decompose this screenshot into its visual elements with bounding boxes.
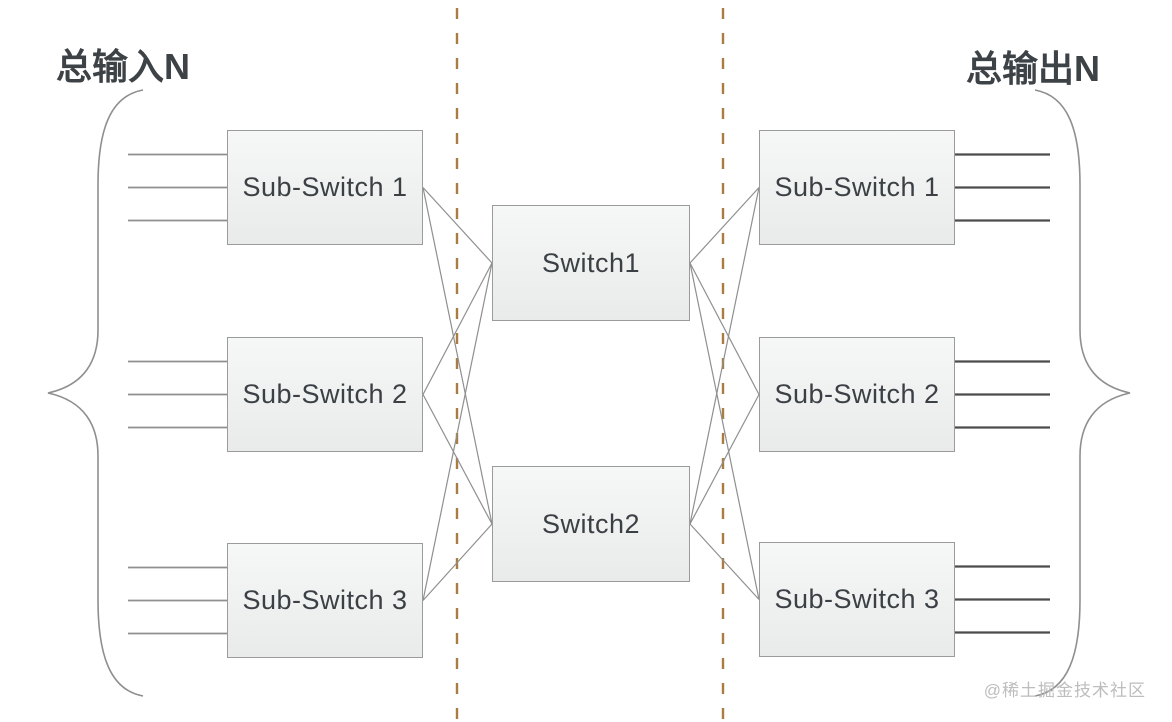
connector-line	[689, 187, 760, 525]
output-total-label: 总输出N	[966, 48, 1100, 89]
connector-line	[689, 394, 760, 525]
connector-line	[422, 187, 493, 264]
node-output-sub-switch-1: Sub-Switch 1	[759, 130, 955, 245]
connector-line	[689, 262, 760, 600]
connector-line	[689, 262, 760, 395]
port-lines	[128, 153, 1050, 635]
connector-line	[422, 394, 493, 525]
right-brace	[1034, 89, 1131, 697]
connector-line	[689, 187, 760, 264]
connector-line	[422, 523, 493, 601]
node-input-sub-switch-1: Sub-Switch 1	[227, 130, 423, 245]
watermark: @稀土掘金技术社区	[983, 681, 1146, 700]
connector-line	[422, 262, 493, 601]
connector-line	[422, 187, 493, 525]
node-output-sub-switch-3: Sub-Switch 3	[759, 542, 955, 657]
node-switch-2: Switch2	[492, 466, 690, 582]
node-switch-1: Switch1	[492, 205, 690, 321]
connector-edges	[422, 187, 760, 601]
input-total-label: 总输入N	[56, 46, 190, 87]
connector-line	[689, 523, 760, 600]
connector-line	[422, 262, 493, 395]
node-input-sub-switch-2: Sub-Switch 2	[227, 337, 423, 452]
left-brace	[47, 89, 144, 697]
node-input-sub-switch-3: Sub-Switch 3	[227, 543, 423, 658]
node-output-sub-switch-2: Sub-Switch 2	[759, 337, 955, 452]
